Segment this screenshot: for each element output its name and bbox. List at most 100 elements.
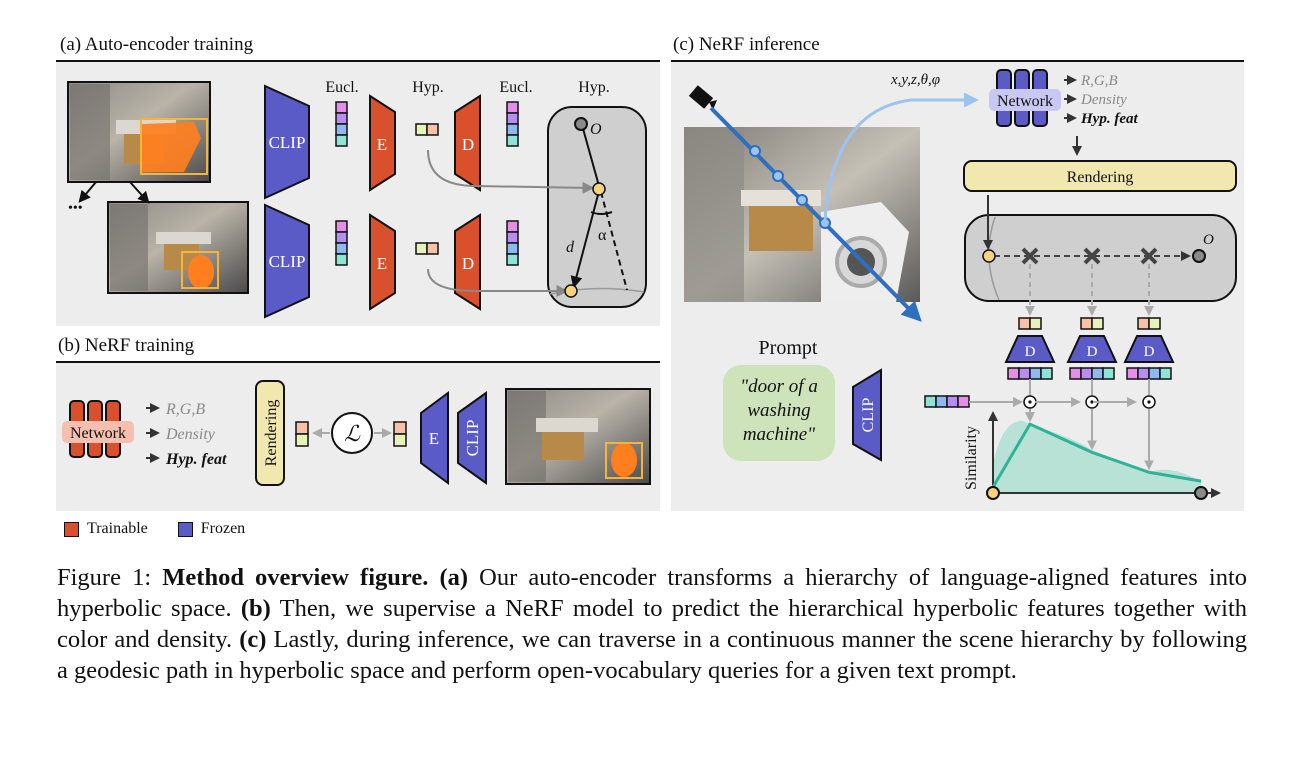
similarity-line xyxy=(991,422,1202,488)
reconstructed-feature-bottom xyxy=(506,220,519,266)
panel-a-title: (a) Auto-encoder training xyxy=(60,34,254,55)
clip-encoder-top: CLIP xyxy=(264,84,310,200)
caption-b-label: (b) xyxy=(240,595,271,622)
output-hyp-feat: Hyp. feat xyxy=(165,451,227,468)
caption-figure-label: Figure 1: xyxy=(57,564,152,591)
decoder-label: D xyxy=(1144,344,1155,360)
clip-frozen: CLIP xyxy=(457,391,487,485)
inference-output-hyp-feat: Hyp. feat xyxy=(1080,111,1138,127)
geodesic-sample-3 xyxy=(1140,247,1158,265)
decoder-frozen xyxy=(1066,335,1118,363)
output-density: Density xyxy=(165,426,216,443)
hyperbolic-feature-bottom xyxy=(415,242,439,255)
ray-sample-3 xyxy=(796,194,808,206)
camera-icon xyxy=(688,85,717,110)
caption-a-text: Our auto-encoder transforms a hierarchy … xyxy=(57,564,1248,622)
legend: Trainable Frozen xyxy=(64,520,245,538)
encoder-top: E xyxy=(369,94,396,192)
panel-c-title: (c) NeRF inference xyxy=(673,34,820,55)
caption-c-text: Lastly, during inference, we can travers… xyxy=(57,626,1248,684)
distance-label: d xyxy=(566,239,575,256)
output-rgb: R,G,B xyxy=(165,401,205,418)
decoder-column-1: D xyxy=(1004,264,1056,409)
inference-output-density: Density xyxy=(1080,92,1127,108)
eucl-label-1: Eucl. xyxy=(325,79,358,96)
hyp-feature-green xyxy=(1029,317,1042,330)
inference-scene-image xyxy=(684,127,920,302)
input-coordinates: x,y,z,θ,φ xyxy=(890,72,940,88)
decoded-feature-cell xyxy=(1137,367,1150,380)
geodesic-sample-1 xyxy=(1021,247,1039,265)
parent-point xyxy=(592,182,606,196)
decoder-label: D xyxy=(1025,344,1036,360)
decoded-feature-cell xyxy=(1029,367,1042,380)
geodesic-origin-label: O xyxy=(1203,232,1214,248)
encoder-bottom: E xyxy=(369,213,396,311)
svg-text:Rendering: Rendering xyxy=(1067,169,1134,186)
angle-label: α xyxy=(598,227,607,244)
caption-title: Method overview figure. xyxy=(162,564,429,591)
target-hyp-feature xyxy=(393,421,407,447)
camera-ray xyxy=(709,106,922,322)
decoded-feature-cell xyxy=(1159,367,1172,380)
svg-text:Network: Network xyxy=(70,425,126,442)
decoded-feature-cell xyxy=(1102,367,1115,380)
decoded-feature-cell xyxy=(1007,367,1020,380)
axis-origin-point xyxy=(1194,486,1208,500)
decoder-top: D xyxy=(454,94,481,192)
svg-text:machine": machine" xyxy=(743,424,816,445)
origin-label: O xyxy=(590,121,602,138)
similarity-axis-label: Similarity xyxy=(963,426,980,490)
legend-label-frozen: Frozen xyxy=(200,520,246,537)
panel-c-rule xyxy=(671,60,1244,62)
network-block-trainable: Network xyxy=(62,400,134,458)
similarity-chart xyxy=(986,409,1221,500)
inference-rendering-block: Rendering xyxy=(963,160,1237,192)
segmentation-mask xyxy=(188,255,214,289)
segmentation-mask xyxy=(611,443,637,477)
similarity-area xyxy=(993,420,1201,493)
bounding-box xyxy=(181,251,219,289)
decoded-feature-cell xyxy=(1080,367,1093,380)
text-embedding xyxy=(924,395,970,408)
decoder-frozen xyxy=(1004,335,1056,363)
svg-text:washing: washing xyxy=(747,400,810,421)
decoder-column-2: D xyxy=(1066,264,1118,409)
segmentation-mask xyxy=(142,122,201,172)
legend-swatch-trainable xyxy=(64,521,79,537)
inference-output-rgb: R,G,B xyxy=(1080,73,1118,89)
geodesic-origin-point xyxy=(1192,249,1206,263)
panel-b-title: (b) NeRF training xyxy=(58,335,195,356)
hyp-feature-salmon xyxy=(1080,317,1093,330)
prompt-clip-encoder: CLIP xyxy=(852,368,882,462)
panel-a-rule xyxy=(56,60,660,62)
ray-sample-2 xyxy=(772,170,784,182)
eucl-label-2: Eucl. xyxy=(499,79,532,96)
autoencoder-diagram: ••• CLIP Eucl. E Hyp. D Eucl. CLIP xyxy=(67,79,647,319)
caption-a-label: (a) xyxy=(439,564,469,591)
start-point xyxy=(982,249,996,263)
bounding-box xyxy=(140,118,208,175)
prompt-box: "door of a washing machine" xyxy=(723,365,835,461)
rendered-hyp-feature xyxy=(295,421,309,447)
hyp-feature-salmon xyxy=(1137,317,1150,330)
clip-encoder-bottom: CLIP xyxy=(264,203,310,319)
bounding-box xyxy=(605,442,643,479)
hyp-label-1: Hyp. xyxy=(412,79,444,96)
legend-swatch-frozen xyxy=(177,521,193,537)
prompt-title: Prompt xyxy=(759,337,818,359)
svg-text:E: E xyxy=(429,429,439,448)
dot-product-node xyxy=(1142,395,1156,409)
network-block-frozen: Network xyxy=(989,69,1061,127)
svg-text:CLIP: CLIP xyxy=(269,252,306,271)
svg-text:CLIP: CLIP xyxy=(463,420,482,457)
encoder-frozen: E xyxy=(420,391,449,485)
svg-text:E: E xyxy=(377,254,387,273)
dot-product-node xyxy=(1023,395,1037,409)
svg-text:Network: Network xyxy=(997,93,1053,110)
legend-label-trainable: Trainable xyxy=(87,520,148,537)
svg-text:"door of a: "door of a xyxy=(740,376,818,397)
svg-text:CLIP: CLIP xyxy=(269,133,306,152)
svg-text:E: E xyxy=(377,135,387,154)
